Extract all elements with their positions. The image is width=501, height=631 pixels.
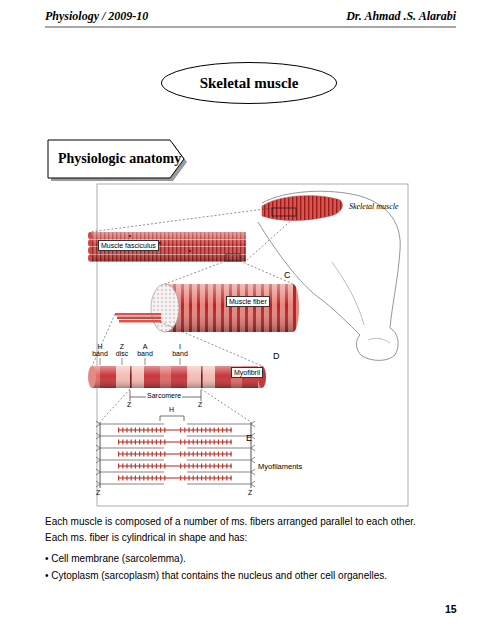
title-ellipse: Skeletal muscle (161, 62, 337, 104)
part-label-box: Muscle fasciculus (98, 240, 159, 251)
figure-label: Skeletal muscle (349, 202, 399, 211)
structure-label: Sarcomere (146, 392, 182, 399)
node-text: Physiologic anatomy (48, 140, 186, 178)
h-zone-bracket (160, 416, 184, 421)
zoom-leader-lines (90, 208, 296, 422)
part-label-box: Myofibril (231, 367, 263, 378)
band-label: I band (171, 343, 189, 357)
panel-letter: C (284, 270, 291, 280)
section-tab: Physiologic anatomy (48, 140, 186, 178)
z-line-label: Z (96, 489, 100, 496)
node-text: Myofibril (234, 368, 260, 377)
z-line-label: Z (198, 401, 202, 408)
bullet-text: • Cytoplasm (sarcoplasm) that contains t… (45, 570, 485, 581)
band-label: H band (91, 343, 109, 357)
arm-outline (258, 191, 400, 360)
zoom-box (272, 208, 296, 216)
bullet-text: • Cell membrane (sarcolemma). (45, 553, 485, 564)
arm-muscle (262, 196, 342, 221)
author-text: Dr. Ahmad .S. Alarabi (280, 9, 456, 24)
node-text: Skeletal muscle (161, 62, 337, 104)
page-number: 15 (445, 603, 457, 615)
band-label: Z disc (113, 343, 131, 357)
part-label-box: Muscle fiber (226, 296, 270, 307)
ellipse-outline (162, 63, 337, 104)
myofilaments-drawing (96, 421, 255, 488)
z-line-label: Z (248, 489, 252, 496)
body-text: Each muscle is composed of a number of m… (45, 516, 485, 527)
structure-label: Myofilaments (258, 462, 302, 471)
myofibril-drawing (88, 358, 266, 388)
fasciculus-drawing (88, 232, 246, 262)
band-label: A band (136, 343, 154, 357)
muscle-fiber-drawing (115, 284, 299, 332)
panel-letter: D (273, 351, 280, 361)
header-rule (45, 26, 456, 27)
body-text: Each ms. fiber is cylindrical in shape a… (45, 532, 485, 543)
z-line-label: Z (127, 401, 131, 408)
zone-label: H (169, 406, 174, 413)
node-text: Muscle fasciculus (101, 241, 156, 250)
header-text: Physiology / 2009-10 (45, 9, 148, 24)
panel-letter: E (246, 433, 252, 443)
node-text: Muscle fiber (229, 297, 267, 306)
sarcomere-bracket (130, 390, 201, 401)
